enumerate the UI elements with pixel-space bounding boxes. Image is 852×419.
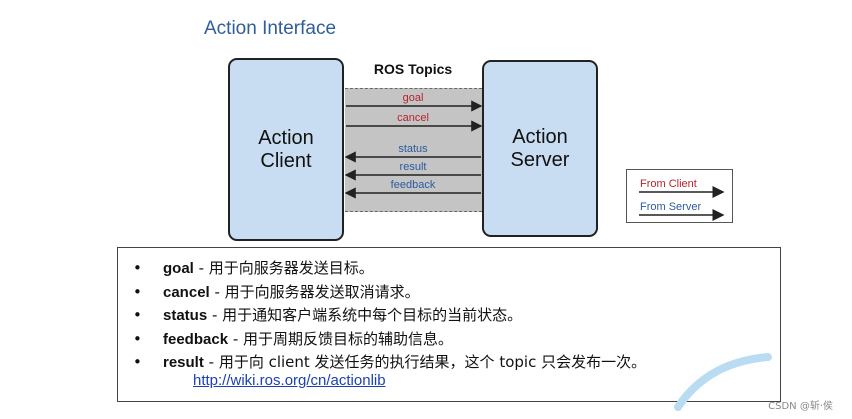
item-description: 用于通知客户端系统中每个目标的当前状态。: [222, 306, 523, 324]
item-term: status: [163, 307, 208, 324]
list-item: • feedback - 用于周期反馈目标的辅助信息。: [133, 328, 646, 352]
legend-from-server: From Server: [640, 201, 702, 213]
bullet-icon: •: [133, 259, 142, 277]
bullet-icon: •: [133, 353, 142, 371]
watermark: CSDN @斩·侯: [768, 401, 833, 412]
actionlib-link[interactable]: http://wiki.ros.org/cn/actionlib: [193, 372, 386, 389]
ros-topics-title: ROS Topics: [373, 61, 453, 77]
item-separator: -: [193, 259, 209, 277]
bullet-icon: •: [133, 329, 142, 348]
item-term: result: [163, 354, 204, 371]
item-description: 用于向服务器发送目标。: [208, 259, 374, 277]
topic-description-list: • goal - 用于向服务器发送目标。 • cancel - 用于向服务器发送取消请…: [133, 257, 647, 375]
diagram-title: Action Interface: [204, 18, 337, 39]
list-item: • goal - 用于向服务器发送目标。: [133, 257, 646, 281]
item-separator: -: [209, 282, 225, 301]
item-description: 用于周期反馈目标的辅助信息。: [243, 329, 454, 348]
description-box: • goal - 用于向服务器发送目标。 • cancel - 用于向服务器发送取消请…: [117, 247, 781, 402]
bullet-icon: •: [133, 306, 142, 324]
list-item: • result - 用于向 client 发送任务的执行结果，这个 topic …: [133, 351, 647, 375]
ros-topics-channel: [345, 88, 482, 212]
item-description: 用于向 client 发送任务的执行结果，这个 topic 只会发布一次。: [218, 353, 647, 371]
item-term: cancel: [163, 283, 210, 301]
legend-from-client: From Client: [640, 178, 697, 190]
item-separator: -: [228, 329, 243, 348]
item-term: goal: [163, 260, 194, 277]
item-separator: -: [203, 353, 219, 371]
arrow-label-result: result: [399, 161, 427, 173]
item-description: 用于向服务器发送取消请求。: [224, 282, 420, 301]
item-term: feedback: [163, 330, 229, 348]
list-item: • cancel - 用于向服务器发送取消请求。: [133, 281, 646, 305]
arrow-label-goal: goal: [402, 92, 424, 104]
arrow-label-status: status: [398, 143, 428, 155]
legend: From Client From Server: [626, 169, 733, 223]
legend-arrows: [639, 186, 725, 221]
bullet-icon: •: [133, 282, 142, 301]
arrow-label-feedback: feedback: [390, 179, 436, 191]
decorative-swoosh-icon: [674, 353, 772, 411]
arrow-label-cancel: cancel: [397, 112, 429, 124]
item-separator: -: [207, 306, 223, 324]
list-item: • status - 用于通知客户端系统中每个目标的当前状态。: [133, 304, 646, 328]
